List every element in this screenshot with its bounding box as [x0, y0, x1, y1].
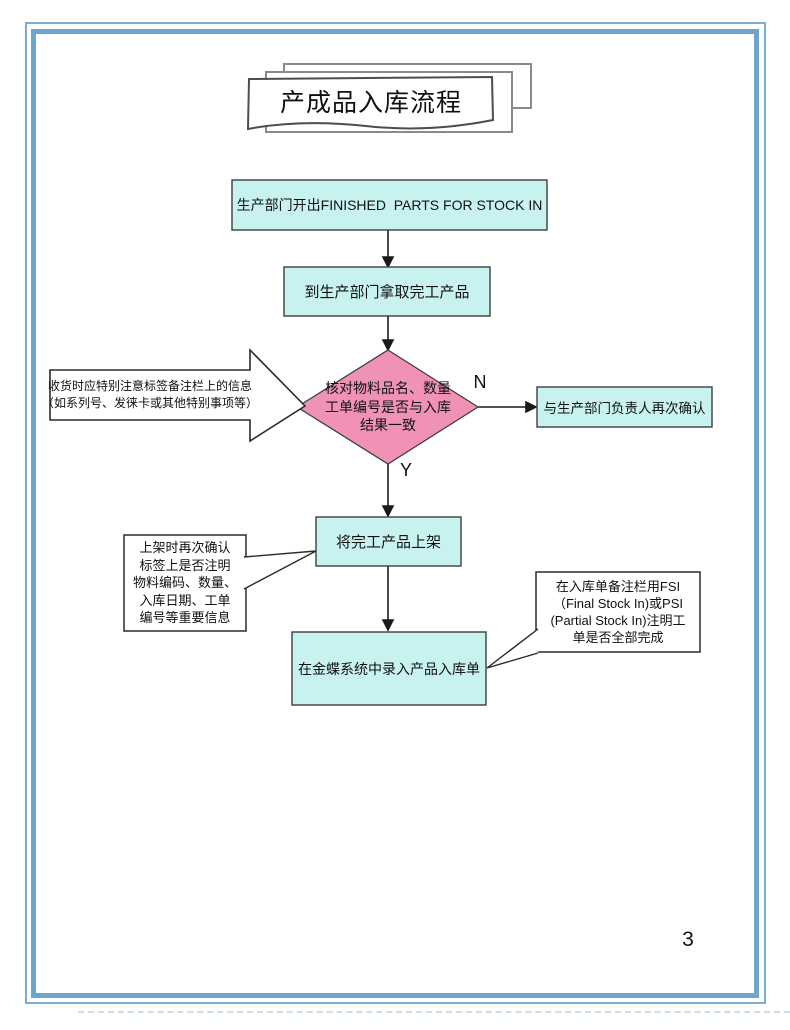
process-box-reconfirm: [536, 386, 713, 428]
arrowhead-decision: [381, 339, 395, 352]
inner-border-frame: [31, 29, 759, 998]
bottom-dashed-line: [78, 1011, 790, 1013]
arrowhead-box2: [381, 256, 395, 269]
decision-diamond: [295, 349, 480, 465]
process-box-fetch-products: [283, 266, 491, 317]
process-box-shelve: [315, 516, 462, 567]
shelving-note-box: [123, 534, 247, 632]
shelving-note-pointer: [243, 550, 317, 590]
title-sheet-front: [246, 75, 495, 131]
process-box-open-stock-in: [231, 179, 548, 231]
fsi-note-pointer: [486, 628, 539, 669]
arrowhead-nobox: [525, 400, 538, 414]
process-box-kingdee-entry: [291, 631, 487, 706]
arrowhead-box4: [381, 619, 395, 632]
outer-border-frame: [25, 22, 766, 1004]
fsi-note-box: [535, 571, 701, 653]
receiving-note-arrow: [49, 348, 307, 443]
arrowhead-box3: [381, 505, 395, 518]
